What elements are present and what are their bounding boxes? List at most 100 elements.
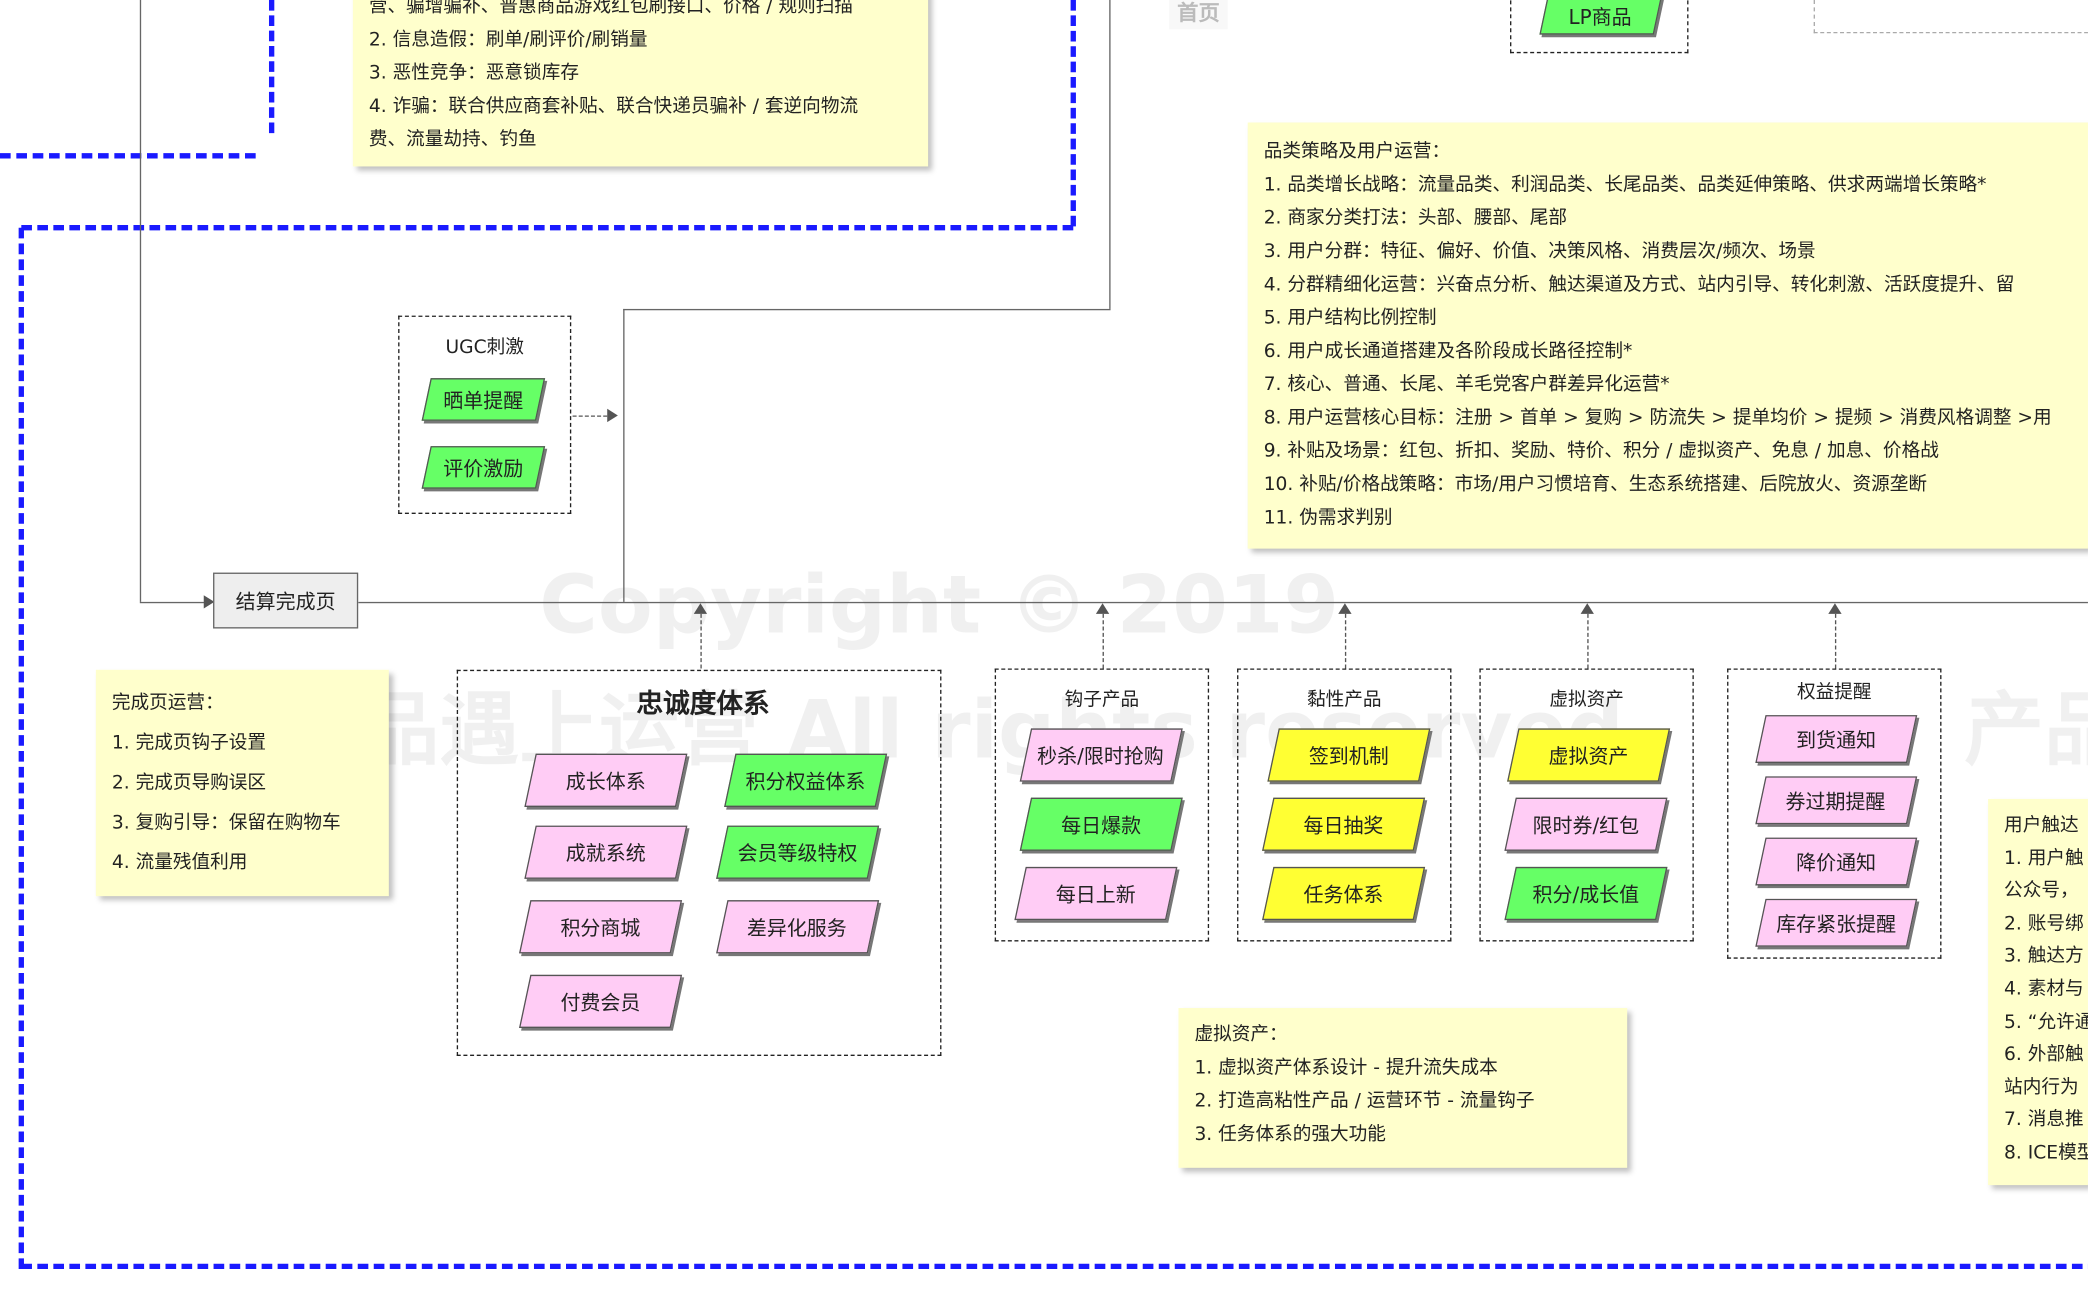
group-title: 虚拟资产	[1549, 689, 1624, 712]
loyalty-item[interactable]: 积分商城	[518, 900, 683, 954]
connector	[139, 0, 142, 602]
home-page-node[interactable]: 首页	[1169, 0, 1228, 30]
sticky-item[interactable]: 每日抽奖	[1262, 797, 1426, 851]
sticky-item[interactable]: 签到机制	[1267, 728, 1431, 782]
note-line: 3. 触达方	[2004, 945, 2084, 968]
sticky-item[interactable]: 任务体系	[1262, 866, 1426, 921]
sticky-products-group: 黏性产品 签到机制 每日抽奖 任务体系	[1237, 668, 1452, 942]
hook-item[interactable]: 每日上新	[1014, 866, 1178, 921]
node-label: 任务体系	[1303, 882, 1384, 907]
boundary-line	[18, 227, 24, 1270]
group-title: 钩子产品	[1064, 689, 1140, 712]
node-label: LP商品	[1569, 4, 1633, 29]
connector	[1109, 0, 1111, 309]
rights-item[interactable]: 库存紧张提醒	[1755, 898, 1918, 947]
loyalty-item[interactable]: 积分权益体系	[724, 753, 888, 807]
note-line: 2. 账号绑	[2004, 913, 2084, 935]
note-line: 站内行为	[2004, 1076, 2079, 1099]
completion-page-note: 完成页运营： 1. 完成页钩子设置 2. 完成页导购误区 3. 复购引导：保留在…	[95, 669, 389, 897]
hook-item[interactable]: 每日爆款	[1019, 797, 1183, 851]
note-line: 9. 补贴及场景：红包、折扣、奖励、特价、积分 / 虚拟资产、免息 / 加息、价…	[1263, 440, 1939, 463]
hook-item[interactable]: 秒杀/限时抢购	[1019, 728, 1183, 782]
connector	[1102, 613, 1104, 669]
hook-products-group: 钩子产品 秒杀/限时抢购 每日爆款 每日上新	[994, 668, 1210, 942]
arrow-right-icon	[607, 408, 618, 423]
note-line: 3. 恶性竞争：恶意锁库存	[368, 62, 579, 84]
virtual-item[interactable]: 限时券/红包	[1504, 797, 1668, 851]
loyalty-item[interactable]: 成长体系	[524, 753, 688, 807]
note-line: 2. 信息造假：刷单/刷评价/刷销量	[368, 29, 648, 51]
arrow-up-icon	[1095, 603, 1110, 614]
node-label: 秒杀/限时抢购	[1037, 743, 1165, 768]
node-label: 晒单提醒	[443, 388, 524, 413]
loyalty-item[interactable]: 差异化服务	[716, 900, 880, 954]
rights-item[interactable]: 到货通知	[1755, 715, 1918, 764]
note-line: 7. 消息推	[2004, 1109, 2084, 1131]
rights-item[interactable]: 券过期提醒	[1755, 776, 1918, 825]
note-line: 2. 完成页导购误区	[111, 772, 267, 794]
note-line: 1. 用户触	[2004, 847, 2084, 869]
node-label: 积分权益体系	[745, 768, 866, 793]
boundary-line	[21, 1263, 2088, 1270]
note-title: 品类策略及用户运营：	[1263, 141, 1451, 163]
rights-reminder-group: 权益提醒 到货通知 券过期提醒 降价通知 库存紧张提醒	[1727, 668, 1942, 959]
ugc-item-share[interactable]: 晒单提醒	[421, 378, 546, 421]
group-title: 黏性产品	[1306, 689, 1382, 712]
lp-item-node[interactable]: LP商品	[1539, 0, 1662, 35]
category-strategy-note: 品类策略及用户运营： 1. 品类增长战略：流量品类、利润品类、长尾品类、品类延伸…	[1247, 122, 2088, 549]
arrow-right-icon	[203, 595, 215, 609]
virtual-item[interactable]: 虚拟资产	[1507, 728, 1671, 782]
rights-item[interactable]: 降价通知	[1755, 837, 1918, 886]
connector	[572, 415, 608, 417]
risk-note: 营、骗增骗补、普惠商品游戏红包刷接口、价格 / 规则扫描 2. 信息造假：刷单/…	[352, 0, 929, 167]
user-reach-note: 用户触达 1. 用户触 公众号， 2. 账号绑 3. 触达方 4. 素材与 5.…	[1988, 798, 2088, 1186]
note-line: 3. 复购引导：保留在购物车	[111, 812, 341, 834]
node-label: 每日抽奖	[1303, 812, 1384, 837]
node-label: 签到机制	[1308, 743, 1389, 768]
connector	[139, 601, 207, 604]
group-boundary	[1813, 0, 2088, 34]
note-line: 1. 完成页钩子设置	[111, 732, 267, 754]
note-line: 11. 伪需求判别	[1263, 507, 1393, 529]
watermark: Copyright © 2019	[539, 559, 1340, 653]
virtual-item[interactable]: 积分/成长值	[1504, 866, 1668, 921]
note-title: 完成页运营：	[111, 692, 224, 714]
node-label: 库存紧张提醒	[1776, 911, 1897, 936]
connector	[700, 613, 702, 669]
note-line: 2. 打造高粘性产品 / 运营环节 - 流量钩子	[1194, 1090, 1535, 1112]
group-title: UGC刺激	[445, 336, 524, 359]
node-label: 到货通知	[1796, 727, 1877, 752]
node-label: 限时券/红包	[1532, 812, 1640, 837]
arrow-up-icon	[1338, 603, 1352, 614]
node-label: 虚拟资产	[1548, 743, 1629, 768]
node-label: 券过期提醒	[1786, 788, 1887, 813]
node-label: 每日爆款	[1061, 812, 1142, 837]
loyalty-item[interactable]: 会员等级特权	[716, 825, 880, 879]
loyalty-item[interactable]: 付费会员	[518, 974, 683, 1028]
node-label: 每日上新	[1055, 882, 1136, 907]
virtual-assets-group: 虚拟资产 虚拟资产 限时券/红包 积分/成长值	[1479, 668, 1694, 942]
connector	[623, 308, 1111, 311]
boundary-line	[21, 225, 1074, 231]
ugc-item-review[interactable]: 评价激励	[421, 446, 546, 489]
node-label: 成长体系	[565, 768, 646, 793]
note-line: 10. 补贴/价格战策略：市场/用户习惯培育、生态系统搭建、后院放火、资源垄断	[1263, 474, 1928, 496]
note-line: 8. 用户运营核心目标：注册 > 首单 > 复购 > 防流失 > 提单均价 > …	[1263, 407, 2052, 429]
note-line: 5. 用户结构比例控制	[1263, 307, 1437, 329]
boundary-line	[1070, 0, 1076, 227]
boundary-line	[268, 0, 275, 134]
lp-group: LP商品	[1510, 0, 1689, 54]
note-line: 4. 诈骗：联合供应商套补贴、联合快递员骗补 / 套逆向物流	[368, 95, 859, 118]
note-line: 6. 外部触	[2004, 1044, 2084, 1066]
connector	[1587, 613, 1589, 669]
note-line: 5. “允许通	[2004, 1011, 2088, 1033]
loyalty-item[interactable]: 成就系统	[524, 825, 688, 879]
note-line: 8. ICE模型	[2004, 1142, 2088, 1164]
note-line: 营、骗增骗补、普惠商品游戏红包刷接口、价格 / 规则扫描	[368, 0, 854, 18]
node-label: 积分商城	[560, 915, 641, 940]
note-line: 2. 商家分类打法：头部、腰部、尾部	[1263, 207, 1568, 230]
checkout-complete-page-node[interactable]: 结算完成页	[213, 572, 359, 629]
arrow-up-icon	[1580, 603, 1594, 614]
note-line: 3. 用户分群：特征、偏好、价值、决策风格、消费层次/频次、场景	[1263, 241, 1816, 263]
